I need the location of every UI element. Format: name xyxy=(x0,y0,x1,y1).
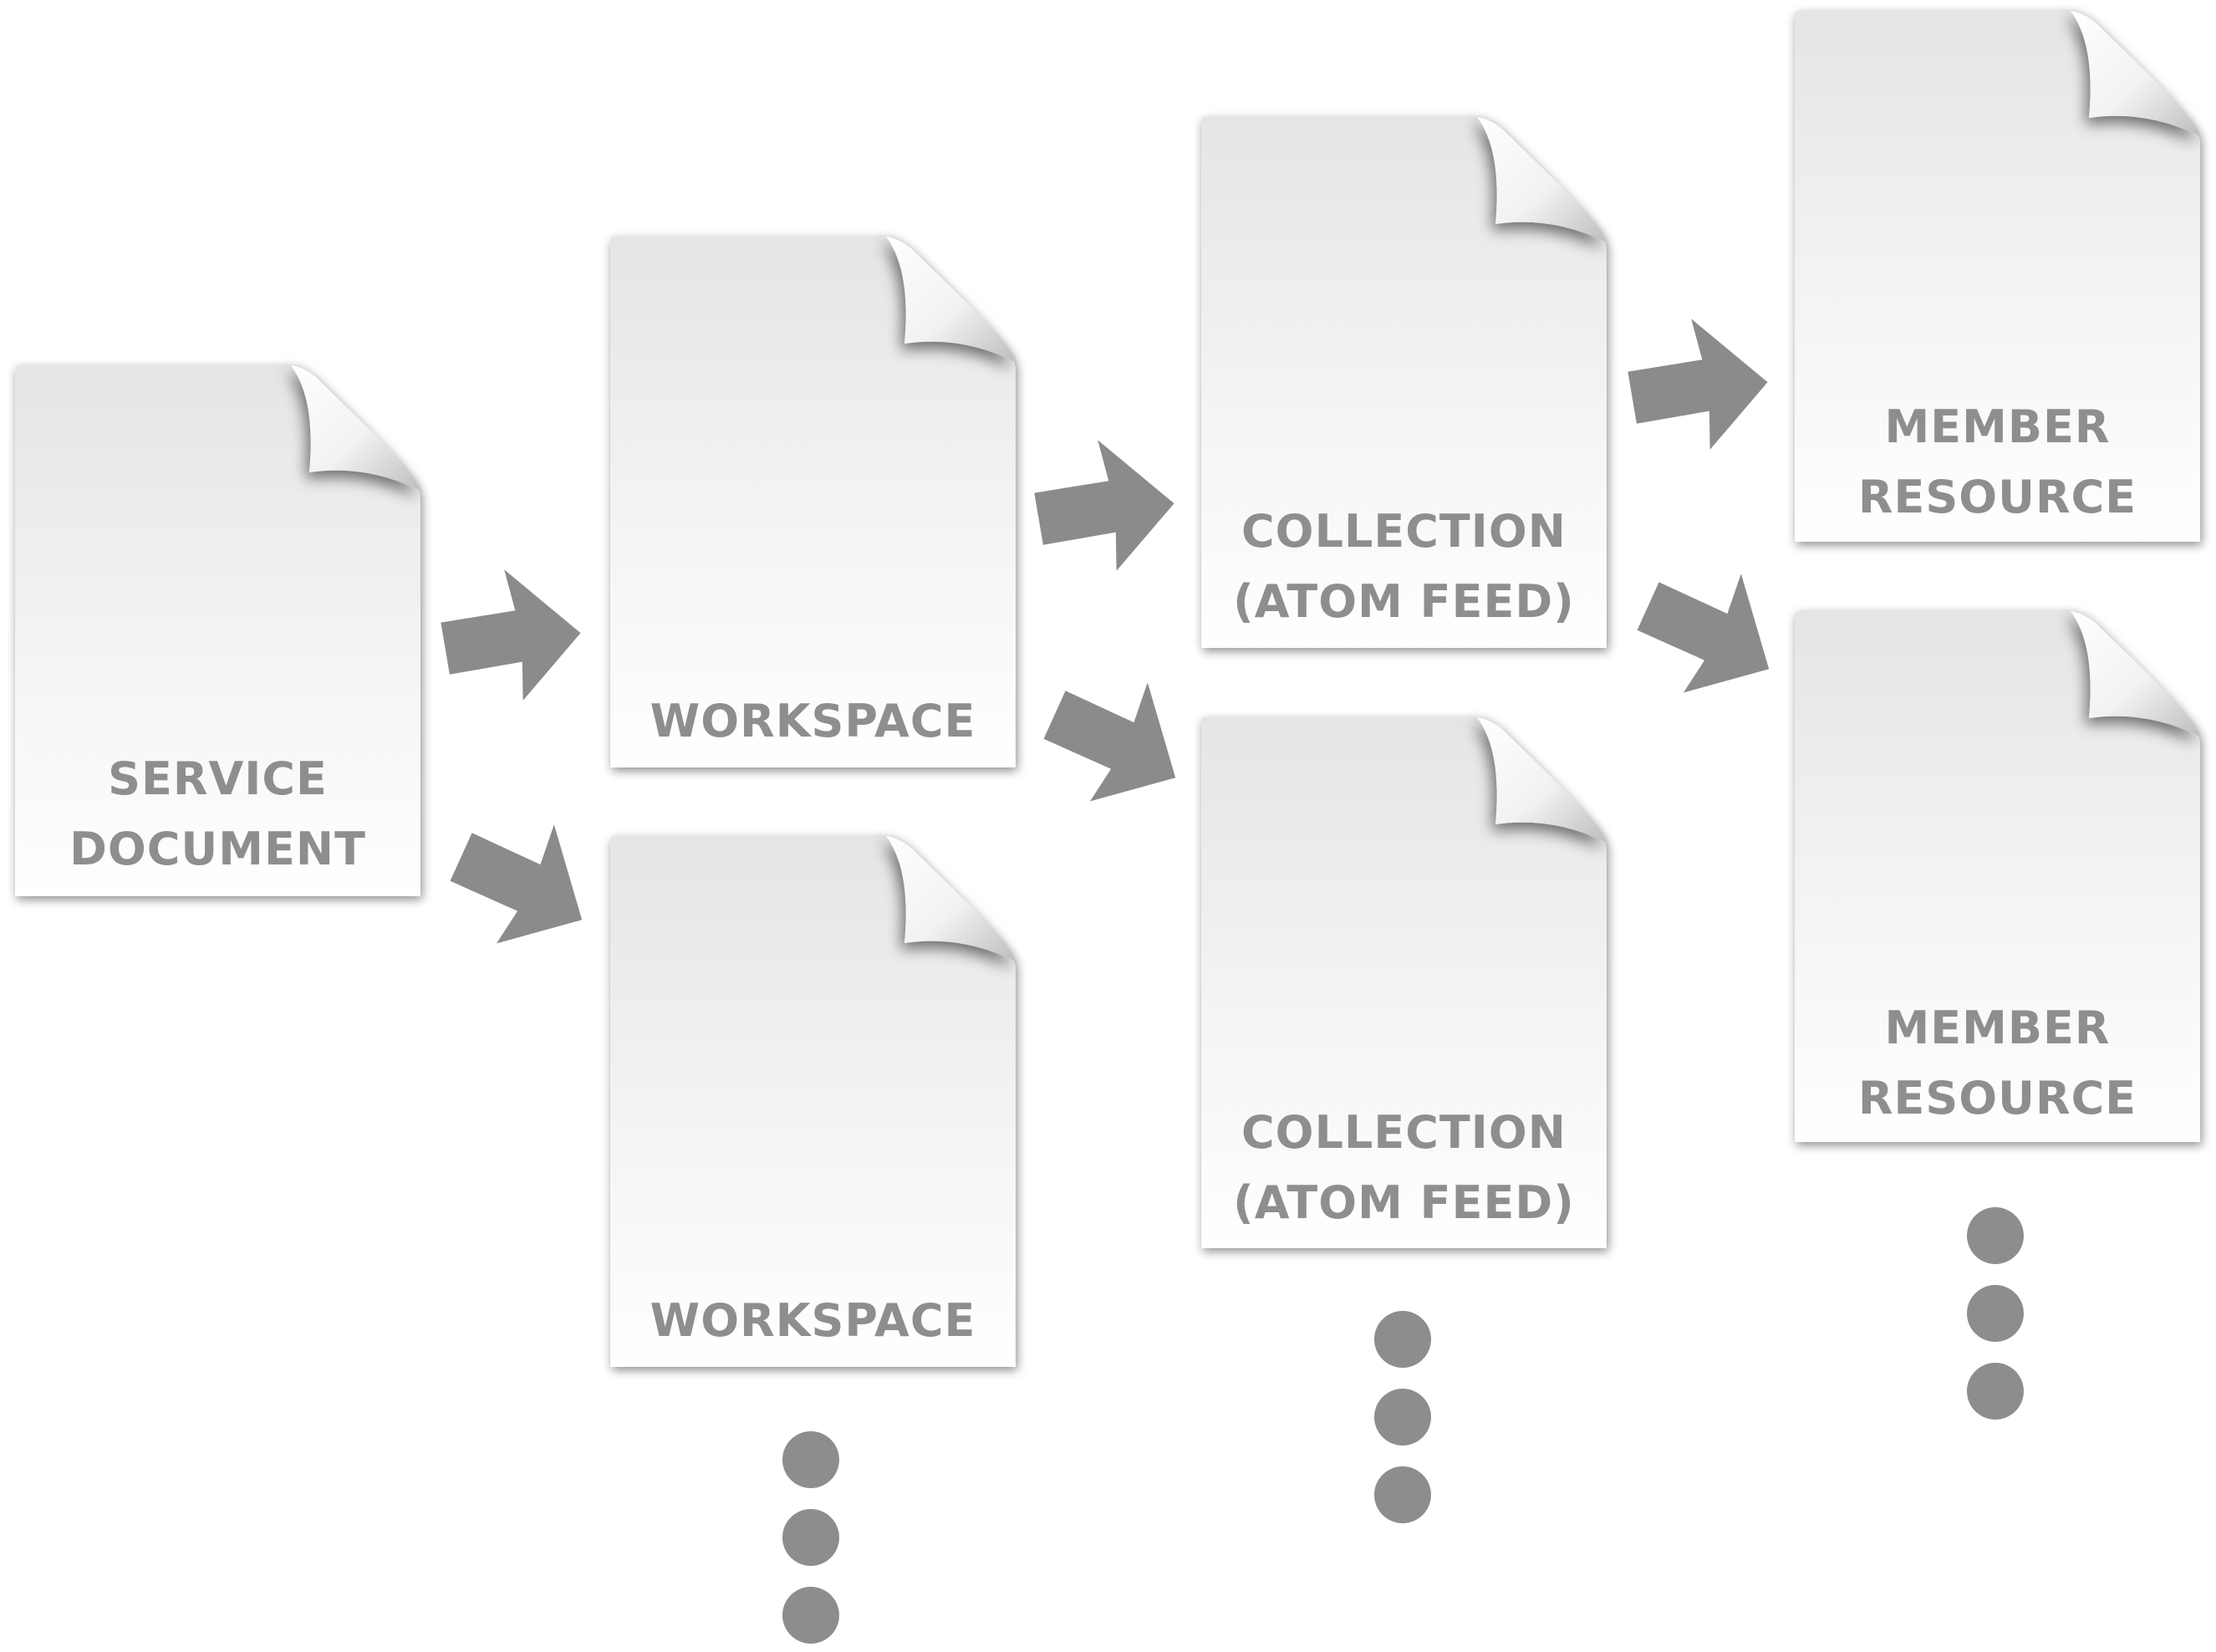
label-line-2: (ATOM FEED) xyxy=(1233,1176,1575,1229)
collection-node-1: COLLECTION (ATOM FEED) xyxy=(1201,117,1607,648)
label-line-1: MEMBER xyxy=(1884,1002,2111,1054)
ellipsis-dot xyxy=(1374,1311,1431,1368)
arrow-icon xyxy=(1030,431,1195,589)
ellipsis-dot xyxy=(1967,1285,2024,1342)
document-icon xyxy=(15,365,420,896)
arrow-icon xyxy=(427,793,627,989)
member-resource-label: MEMBER RESOURCE xyxy=(1795,392,2200,533)
document-icon xyxy=(1201,717,1607,1248)
service-document-label: SERVICE DOCUMENT xyxy=(15,744,420,885)
service-document-node: SERVICE DOCUMENT xyxy=(15,365,420,896)
label-line-1: SERVICE xyxy=(108,752,328,805)
document-icon xyxy=(1201,117,1607,648)
document-icon xyxy=(1795,611,2200,1142)
label-line-1: WORKSPACE xyxy=(650,1294,976,1347)
ellipsis-dot xyxy=(1967,1207,2024,1264)
label-line-1: MEMBER xyxy=(1884,400,2111,453)
arrow-icon xyxy=(436,561,601,718)
ellipsis-dot xyxy=(782,1431,839,1488)
label-line-1: WORKSPACE xyxy=(650,695,976,747)
label-line-2: DOCUMENT xyxy=(69,823,366,875)
arrow-icon xyxy=(1614,542,1814,738)
label-line-1: COLLECTION xyxy=(1241,1106,1566,1159)
ellipsis-dot xyxy=(782,1587,839,1644)
document-icon xyxy=(610,836,1016,1367)
member-resource-node-2: MEMBER RESOURCE xyxy=(1795,611,2200,1142)
workspace-label: WORKSPACE xyxy=(610,686,1016,757)
collection-node-2: COLLECTION (ATOM FEED) xyxy=(1201,717,1607,1248)
collection-label: COLLECTION (ATOM FEED) xyxy=(1201,497,1607,637)
ellipsis-dot xyxy=(782,1509,839,1566)
workspace-node-1: WORKSPACE xyxy=(610,237,1016,767)
member-resource-label: MEMBER RESOURCE xyxy=(1795,993,2200,1134)
label-line-2: RESOURCE xyxy=(1857,471,2137,523)
ellipsis-dot xyxy=(1374,1466,1431,1523)
member-resource-node-1: MEMBER RESOURCE xyxy=(1795,11,2200,542)
arrow-icon xyxy=(1623,310,1788,467)
ellipsis-dot xyxy=(1967,1363,2024,1420)
label-line-2: RESOURCE xyxy=(1857,1072,2137,1124)
collection-label: COLLECTION (ATOM FEED) xyxy=(1201,1098,1607,1238)
document-icon xyxy=(1795,11,2200,542)
ellipsis-dot xyxy=(1374,1389,1431,1446)
workspace-label: WORKSPACE xyxy=(610,1286,1016,1356)
label-line-1: COLLECTION xyxy=(1241,505,1566,558)
label-line-2: (ATOM FEED) xyxy=(1233,575,1575,628)
arrow-icon xyxy=(1021,650,1220,847)
workspace-node-2: WORKSPACE xyxy=(610,836,1016,1367)
document-icon xyxy=(610,237,1016,767)
